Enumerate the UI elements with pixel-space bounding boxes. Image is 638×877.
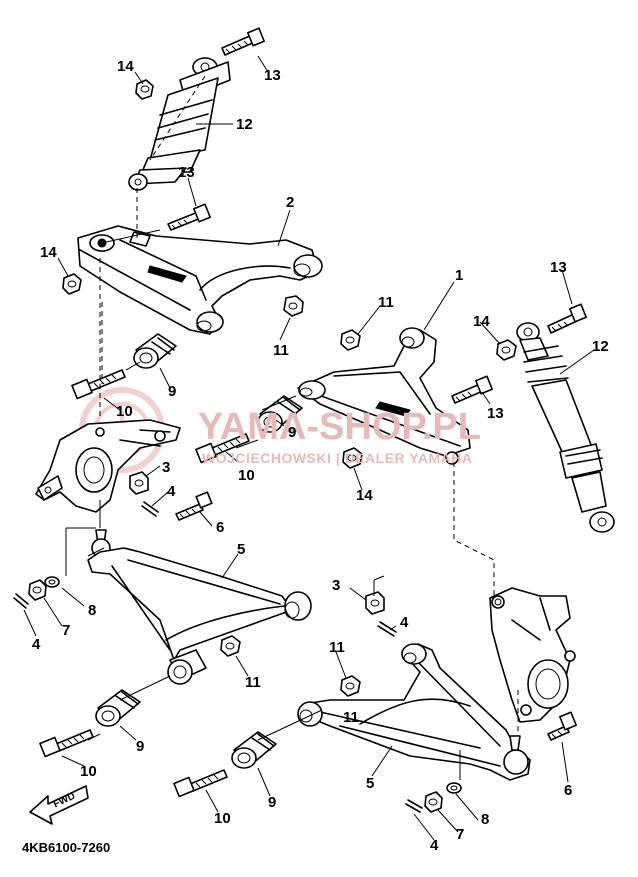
callout-7: 7 (456, 826, 465, 843)
bushing-9-right-low (231, 731, 277, 769)
right-shock-absorber (516, 322, 615, 533)
callout-13: 13 (550, 259, 567, 276)
washer-8-left (44, 576, 60, 588)
callout-7: 7 (62, 622, 71, 639)
callout-4: 4 (430, 837, 439, 854)
bolt-13-top (221, 27, 265, 56)
callout-10: 10 (80, 763, 97, 780)
bolt-10-right-upper (195, 433, 250, 464)
callout-6: 6 (564, 782, 573, 799)
bolt-10-left-upper (71, 369, 126, 400)
lower-left-arm (87, 547, 312, 685)
callout-14: 14 (473, 313, 490, 330)
nut-11-right-upper (340, 329, 361, 351)
assembly-lines (65, 75, 519, 780)
callout-14: 14 (40, 244, 57, 261)
callout-9: 9 (268, 794, 277, 811)
bushing-9-left-low (95, 689, 141, 727)
callout-4: 4 (400, 614, 409, 631)
callout-10: 10 (238, 467, 255, 484)
cotter-pin-4-left-low (13, 593, 29, 609)
washer-8-right (446, 782, 462, 794)
callout-4: 4 (32, 636, 41, 653)
callout-9: 9 (136, 738, 145, 755)
callout-2: 2 (286, 194, 295, 211)
bushing-9-left-upper (133, 333, 177, 369)
callout-9: 9 (288, 424, 297, 441)
upper-left-shock-absorber (128, 57, 231, 191)
nut-14-right-mid (342, 447, 363, 469)
nut-14-top (135, 79, 154, 100)
bolt-6-right (547, 711, 577, 741)
callout-10: 10 (116, 403, 133, 420)
nut-11-upper (283, 295, 304, 317)
fwd-arrow-icon (29, 785, 89, 825)
castle-nut-3-right (365, 591, 385, 615)
callout-14: 14 (117, 58, 134, 75)
callout-8: 8 (88, 602, 97, 619)
lower-right-arm (297, 643, 531, 781)
nut-7-left (28, 579, 47, 601)
nut-14-right-top (496, 339, 517, 361)
nut-11-right-low (340, 675, 361, 697)
callout-11: 11 (245, 674, 261, 691)
upper-left-arm (77, 225, 323, 335)
bolt-13-second (167, 203, 211, 231)
callout-13: 13 (264, 67, 281, 84)
castle-nut-3-left (129, 471, 149, 495)
callout-12: 12 (592, 338, 609, 355)
callout-4: 4 (167, 483, 176, 500)
callout-11: 11 (329, 639, 345, 656)
callout-14: 14 (356, 487, 373, 504)
callout-3: 3 (162, 459, 171, 476)
upper-right-arm (297, 327, 471, 465)
callout-1: 1 (455, 267, 464, 284)
callout-11: 11 (273, 342, 289, 359)
bolt-10-right-low (173, 769, 228, 798)
callout-11: 11 (378, 294, 394, 311)
nut-7-right (424, 791, 443, 813)
right-steering-knuckle (489, 587, 576, 723)
callout-5: 5 (366, 775, 375, 792)
callout-9: 9 (168, 383, 177, 400)
left-steering-knuckle (35, 419, 181, 513)
bolt-10-left-low (39, 729, 94, 758)
leader-lines (23, 55, 595, 841)
callout-3: 3 (332, 577, 341, 594)
watermark-subtitle: WOJCIECHOWSKI | DEALER YAMAHA (202, 450, 473, 466)
callout-13: 13 (487, 405, 504, 422)
watermark-title: YAMA-SHOP.PL (198, 406, 481, 448)
bolt-13-right-mid (451, 375, 493, 404)
callout-10: 10 (214, 810, 231, 827)
nut-11-left-low (220, 635, 241, 657)
callout-11: 11 (343, 709, 359, 726)
cotter-pin-4-right-mid (377, 621, 397, 637)
callout-6: 6 (216, 519, 225, 536)
callout-8: 8 (481, 811, 490, 828)
callout-5: 5 (237, 541, 246, 558)
cotter-pin-4-right-low (405, 799, 423, 813)
bolt-6-left (175, 491, 213, 521)
nut-14-left (62, 273, 82, 295)
callout-12: 12 (236, 116, 253, 133)
cotter-pin-4-left-mid (141, 501, 159, 517)
part-code: 4KB6100-7260 (22, 840, 111, 855)
bushing-9-right-upper (257, 395, 303, 433)
bolt-13-right-top (547, 303, 587, 334)
callout-13: 13 (178, 164, 195, 181)
